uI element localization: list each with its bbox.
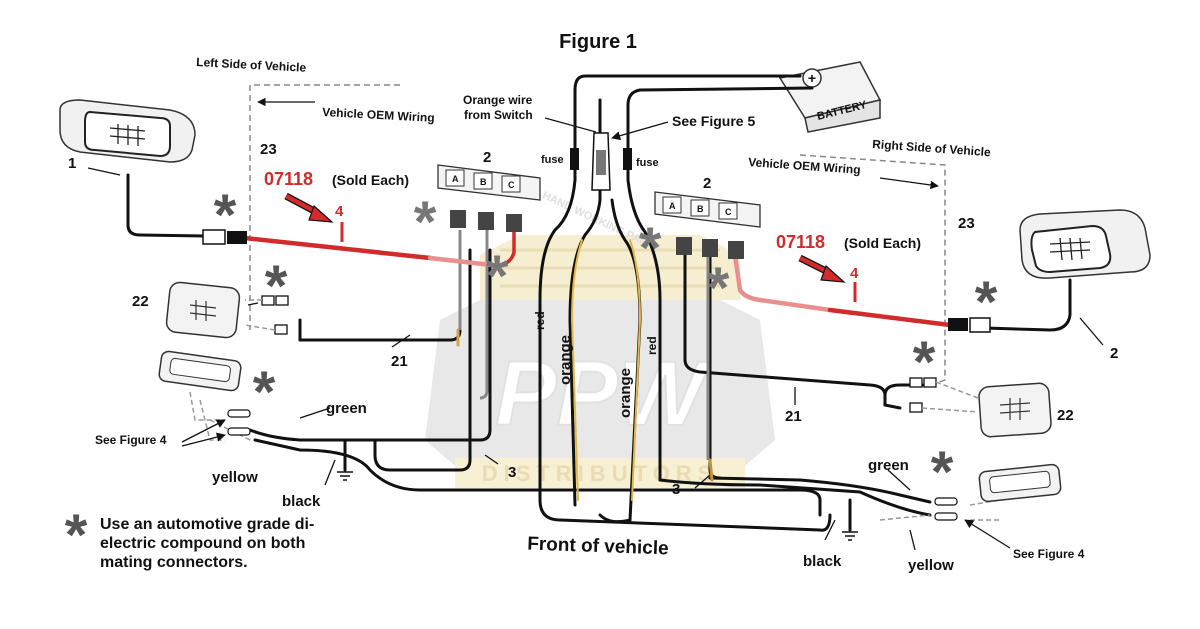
- side-marker-right: [978, 463, 1062, 503]
- dielectric-note: Use an automotive grade di-electric comp…: [100, 516, 315, 571]
- watermark: PPW DISTRIBUTORS HAND WORKING PARTS: [425, 190, 775, 488]
- pin-c-left: C: [508, 180, 515, 190]
- plug-right: [948, 317, 991, 333]
- right-side-label: Right Side of Vehicle: [872, 137, 992, 159]
- asterisk-icon: *: [65, 503, 88, 568]
- wire-orange-right: orange: [617, 368, 634, 418]
- headlight-right: [1019, 209, 1151, 279]
- asterisk-icon: *: [486, 244, 509, 309]
- wire-orange-left: orange: [557, 335, 574, 385]
- part-number-left: 07118: [264, 169, 313, 189]
- see-figure-4-arrow-left-1: [181, 419, 226, 443]
- see-figure-4-arrow-right: [964, 519, 1011, 549]
- pin-a-left: A: [452, 174, 459, 184]
- see-figure-4-arrow-left-2: [181, 432, 226, 447]
- callout-3-left: 3: [508, 464, 516, 481]
- orange-wires: [456, 239, 714, 501]
- battery: + BATTERY: [778, 61, 882, 133]
- ground-icon-left: [337, 471, 353, 481]
- pin-c-right: C: [725, 207, 732, 217]
- orange-wire-label-2: from Switch: [464, 108, 533, 122]
- center-connector-icon: [591, 132, 611, 191]
- wire-yellow-left: yellow: [212, 469, 258, 486]
- asterisk-icons: * * * * * * * * * * *: [65, 183, 998, 568]
- red-arrow-right: [798, 254, 846, 283]
- orange-wire-label-1: Orange wire: [463, 93, 533, 107]
- callout-4-left: 4: [335, 203, 344, 220]
- callout-3-right: 3: [672, 481, 680, 498]
- callout-2-connector-left: 2: [483, 149, 491, 166]
- footer-label: Front of vehicle: [527, 534, 669, 560]
- left-side-label: Left Side of Vehicle: [196, 55, 307, 75]
- asterisk-icon: *: [414, 190, 437, 255]
- asterisk-icon: *: [639, 216, 662, 281]
- bullet-connectors-left: [227, 409, 251, 436]
- callout-2-light-right: 2: [1110, 345, 1118, 362]
- see-figure-4-right: See Figure 4: [1013, 547, 1085, 561]
- asterisk-icon: *: [913, 330, 936, 395]
- asterisk-icon: *: [253, 360, 276, 425]
- connector-block-right: A B C: [654, 191, 761, 259]
- grey-wires: [458, 230, 710, 460]
- pin-b-left: B: [480, 177, 487, 187]
- connector-block-left: A B C: [437, 164, 541, 232]
- bullet-connectors-right: [934, 497, 958, 521]
- wire-green-left: green: [326, 400, 367, 417]
- callout-1: 1: [68, 155, 76, 172]
- callout-21-right: 21: [785, 408, 802, 425]
- oem-box-right: [799, 154, 946, 386]
- callout-21-left: 21: [391, 353, 408, 370]
- leader-lines: [87, 167, 1104, 551]
- asterisk-icon: *: [975, 270, 998, 335]
- ground-icon-right: [842, 531, 858, 541]
- red-wire-left: [242, 228, 516, 269]
- park-light-left: [165, 281, 241, 339]
- side-marker-left: [158, 350, 242, 392]
- fuse-left-icon: [570, 148, 579, 170]
- red-arrow-left: [284, 192, 334, 223]
- wire-red-left: red: [533, 311, 547, 330]
- fuse-right-label: fuse: [636, 157, 659, 169]
- harness-wires: [126, 74, 1072, 532]
- plug-left: [202, 229, 247, 245]
- watermark-main: PPW: [495, 343, 712, 445]
- oem-arrow-right: [879, 177, 939, 190]
- callout-4-right: 4: [850, 265, 859, 282]
- see-figure-5-arrow: [611, 121, 669, 141]
- asterisk-icon: *: [931, 440, 954, 505]
- orange-wire-arrow: [544, 117, 597, 133]
- part-sold-left: (Sold Each): [332, 172, 409, 188]
- battery-plus-icon: +: [808, 70, 816, 86]
- see-figure-4-left: See Figure 4: [95, 433, 167, 447]
- callout-22-left: 22: [132, 293, 149, 310]
- asterisk-icon: *: [265, 254, 288, 319]
- wire-black-right: black: [803, 553, 842, 570]
- oem-wiring-left: Vehicle OEM Wiring: [322, 105, 435, 125]
- pin-b-right: B: [697, 204, 704, 214]
- fuse-left-label: fuse: [541, 154, 564, 166]
- wire-black-left: black: [282, 493, 321, 510]
- park-light-right: [978, 382, 1052, 438]
- callout-23-right: 23: [958, 215, 975, 232]
- oem-box-left: [249, 84, 400, 330]
- wire-red-right: red: [645, 336, 659, 355]
- wire-yellow-right: yellow: [908, 557, 954, 574]
- asterisk-icon: *: [214, 183, 237, 248]
- red-wire-right: [732, 252, 953, 328]
- wire-green-right: green: [868, 457, 909, 474]
- headlight-left: [59, 99, 196, 163]
- callout-23-left: 23: [260, 141, 277, 158]
- fuse-right-icon: [623, 148, 632, 170]
- part-number-right: 07118: [776, 232, 825, 252]
- figure-title: Figure 1: [559, 31, 637, 53]
- callout-2-connector-right: 2: [703, 175, 711, 192]
- see-figure-5: See Figure 5: [672, 113, 755, 129]
- callout-22-right: 22: [1057, 407, 1074, 424]
- pin-a-right: A: [669, 201, 676, 211]
- part-sold-right: (Sold Each): [844, 235, 921, 251]
- asterisk-icon: *: [707, 256, 730, 321]
